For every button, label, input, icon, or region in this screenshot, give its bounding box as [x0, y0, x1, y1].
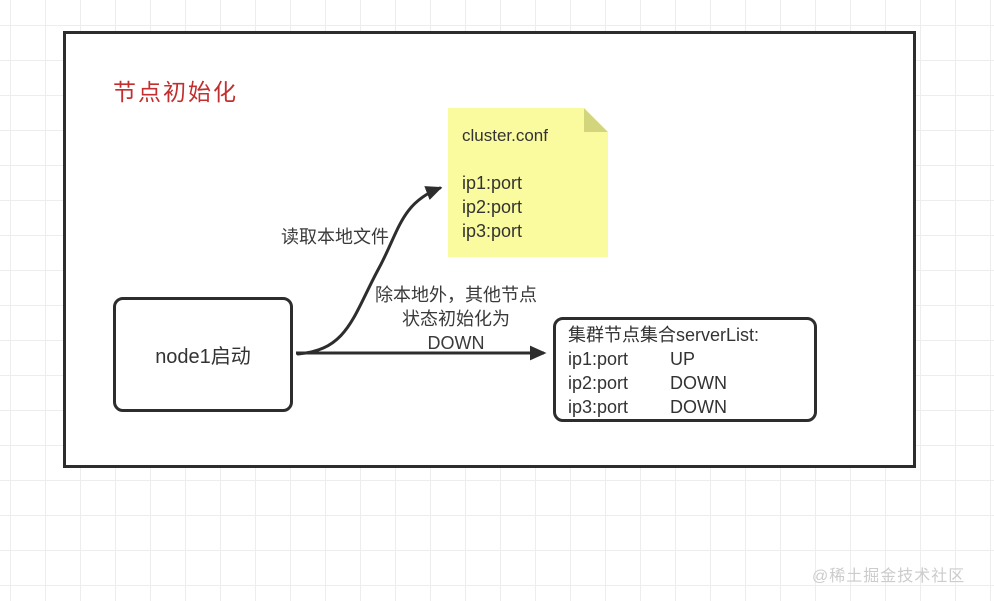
serverlist-endpoint: ip1:port [568, 349, 629, 369]
init-down-label-line2: 状态初始化为 [402, 309, 510, 329]
cluster-conf-note: cluster.conf ip1:port ip2:port ip3:port [448, 108, 608, 257]
serverlist-status: DOWN [670, 397, 727, 417]
init-down-label-line3: DOWN [427, 333, 485, 353]
note-title: cluster.conf [462, 126, 548, 145]
serverlist-endpoint: ip2:port [568, 373, 629, 393]
serverlist-title: 集群节点集合serverList: [568, 325, 760, 345]
note-ip-line: ip2:port [462, 197, 523, 217]
serverlist-status: DOWN [670, 373, 727, 393]
note-ip-line: ip1:port [462, 173, 523, 193]
read-local-file-label: 读取本地文件 [281, 227, 389, 247]
init-down-label-line1: 除本地外，其他节点 [375, 285, 537, 305]
serverlist-status: UP [670, 349, 696, 369]
serverlist-endpoint: ip3:port [568, 397, 629, 417]
note-ip-list: ip1:port ip2:port ip3:port [462, 171, 608, 243]
serverlist-box: 集群节点集合serverList: ip1:port UP ip2:port D… [553, 317, 817, 422]
node1-start-label: node1启动 [155, 346, 251, 368]
serverlist-row: ip1:port UP [568, 347, 814, 371]
init-down-label: 除本地外，其他节点 状态初始化为 DOWN [355, 283, 557, 355]
note-ip-line: ip3:port [462, 221, 523, 241]
serverlist-row: ip2:port DOWN [568, 371, 814, 395]
diagram-title: 节点初始化 [113, 79, 238, 105]
serverlist-row: ip3:port DOWN [568, 395, 814, 419]
watermark: @稀土掘金技术社区 [812, 568, 966, 585]
node1-start-box: node1启动 [113, 297, 293, 412]
